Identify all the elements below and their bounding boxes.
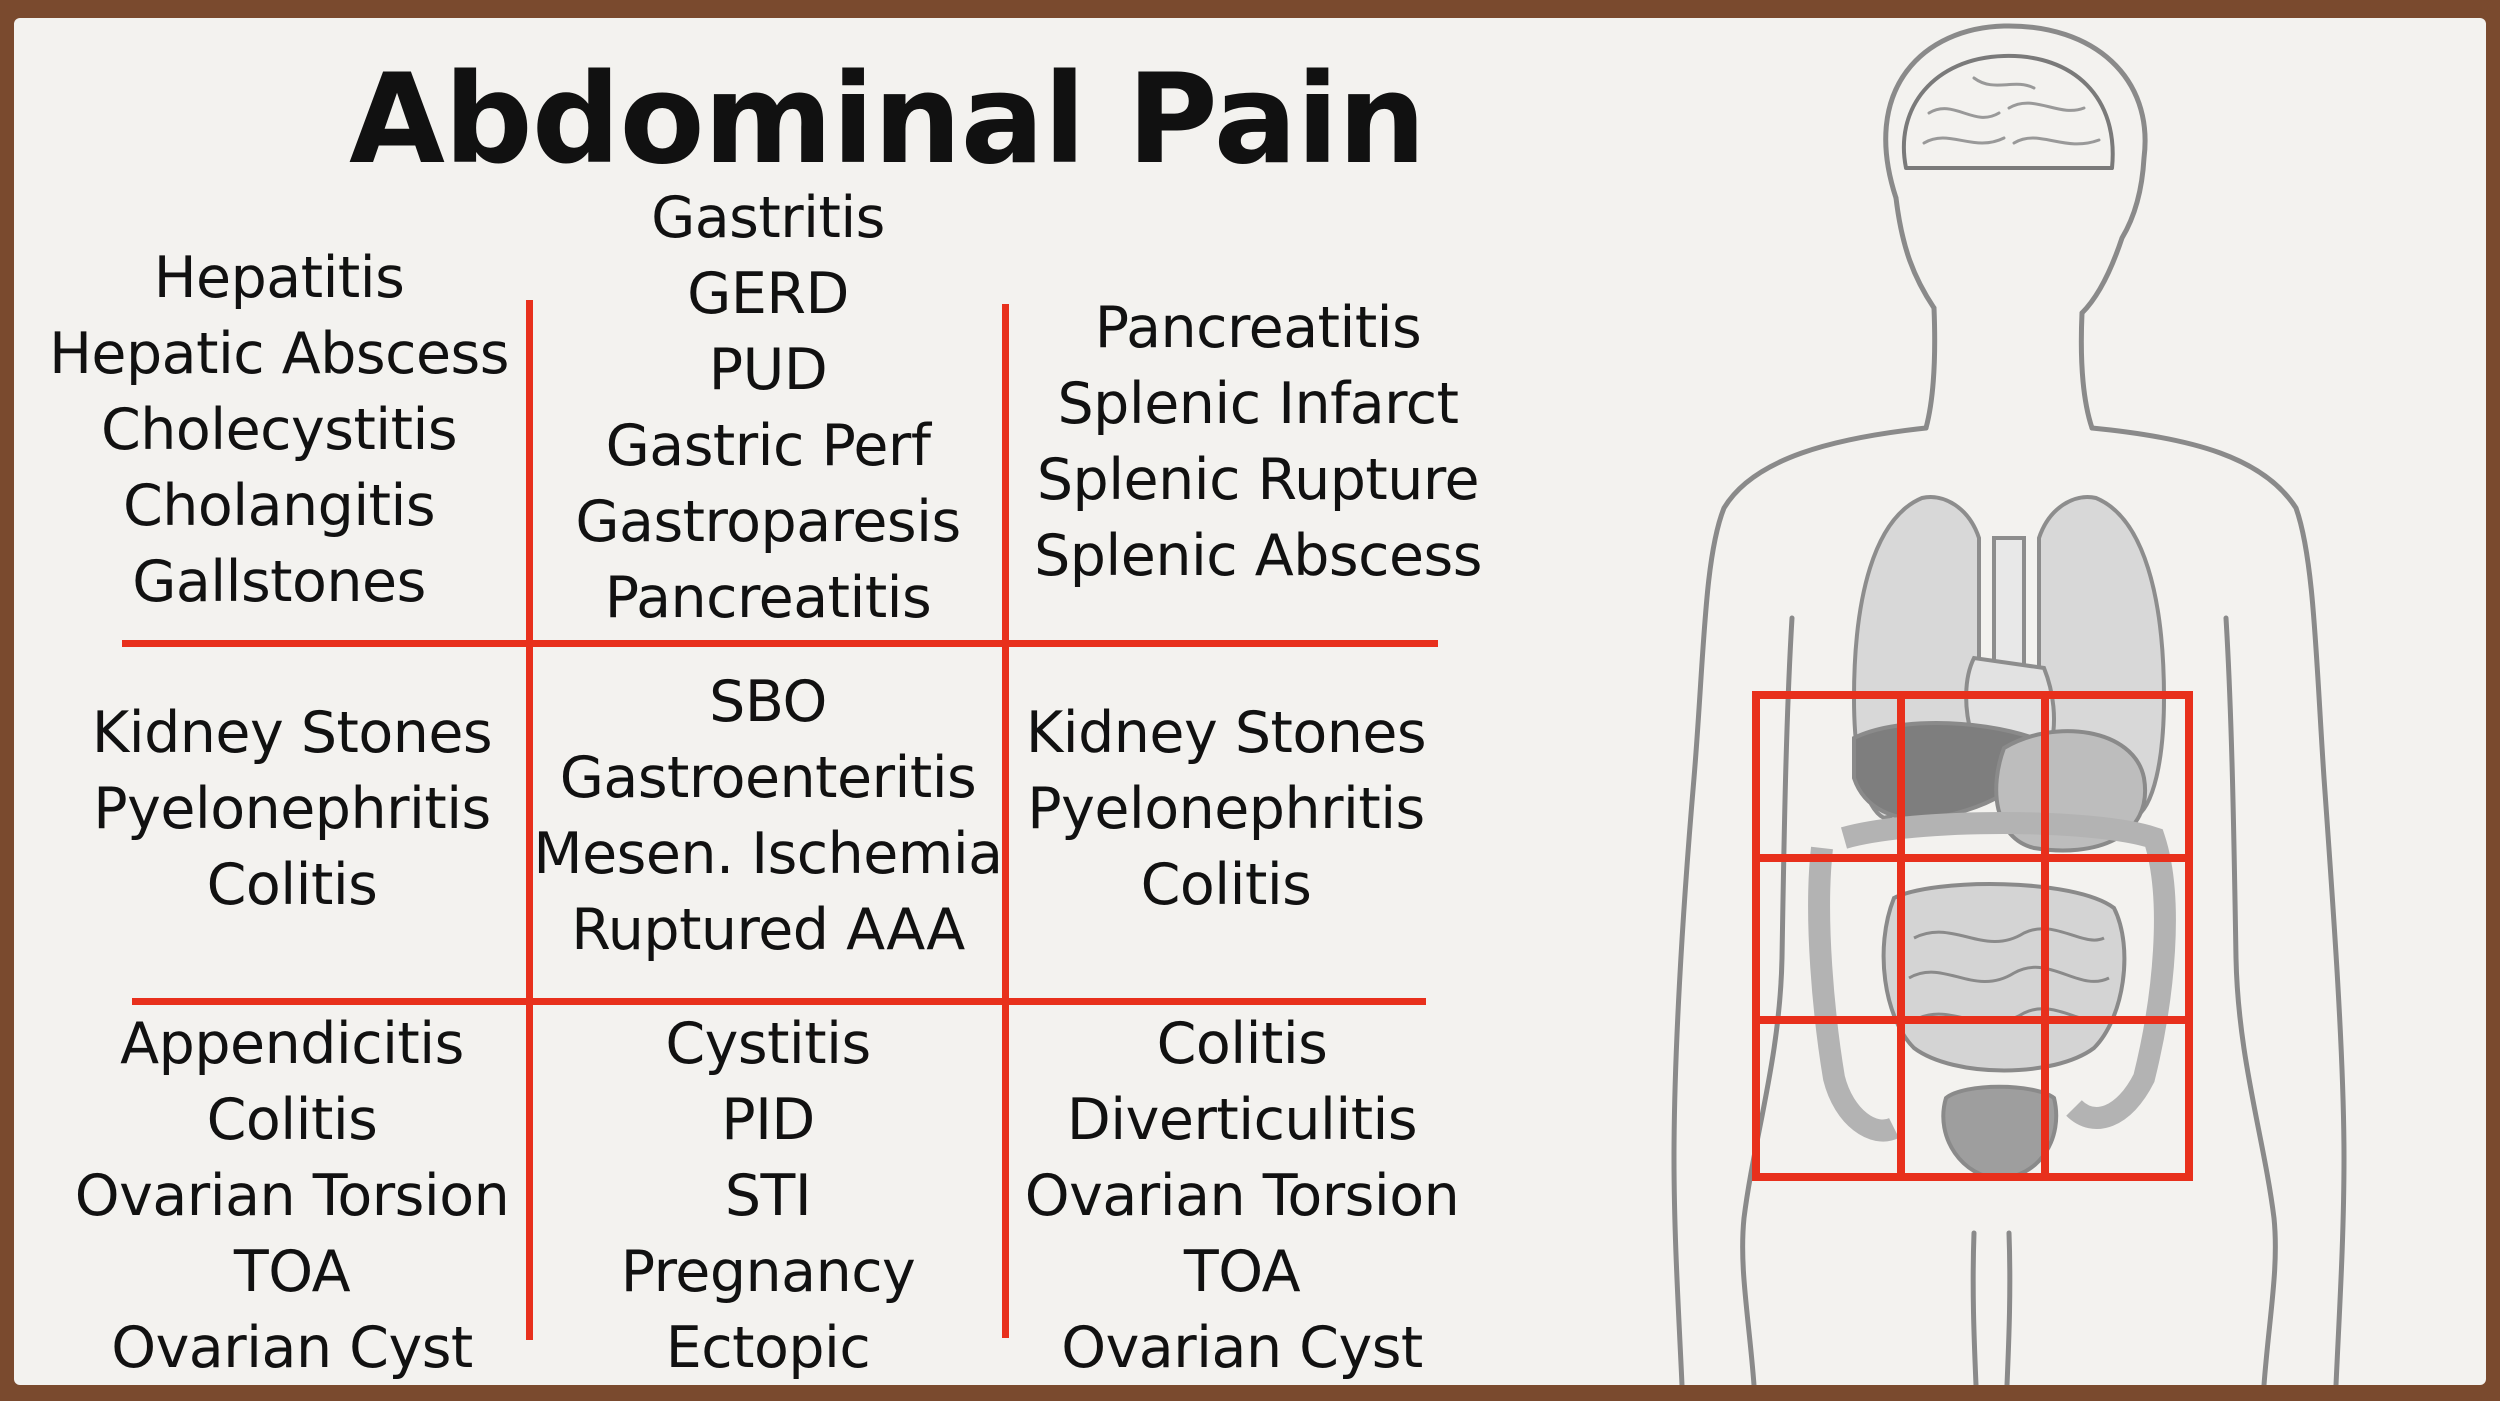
condition-label: GERD [687,261,849,327]
condition-label: Pyelonephritis [1027,776,1425,842]
condition-label: Kidney Stones [91,700,493,766]
neck-right [2078,310,2095,431]
condition-label: Colitis [206,1087,378,1153]
grid-line-horizontal-bottom [132,998,1426,1005]
condition-label: Ectopic [665,1315,871,1381]
anatomy-illustration [1671,23,2347,1385]
condition-label: Splenic Rupture [1036,447,1480,513]
condition-label: Splenic Abscess [1034,523,1482,589]
condition-label: Pyelonephritis [93,776,491,842]
grid-line-vertical-left [526,300,533,1340]
leg-gap-right [2004,1230,2013,1385]
condition-label: Ovarian Torsion [74,1163,510,1229]
condition-label: Hepatitis [153,245,405,311]
bladder [1941,1084,2059,1181]
condition-label: Pancreatitis [1094,295,1422,361]
condition-label: Colitis [1140,852,1312,918]
condition-label: SBO [709,669,827,735]
condition-label: PUD [708,337,828,403]
condition-label: Cholecystitis [100,397,458,463]
brain-outline [1901,53,2115,170]
condition-label: Gallstones [132,549,426,615]
grid-line-vertical-right [1002,304,1009,1338]
condition-label: Cholangitis [122,473,436,539]
condition-label: Diverticulitis [1066,1087,1418,1153]
condition-label: Gastroenteritis [559,745,977,811]
condition-label: Mesen. Ischemia [533,821,1003,887]
head-outline [1883,23,2148,316]
condition-label: Pancreatitis [604,565,932,631]
condition-label: TOA [1183,1239,1301,1305]
condition-label: Splenic Infarct [1057,371,1460,437]
region-grid-outline [1752,691,2193,1181]
condition-label: Pregnancy [620,1239,916,1305]
torso-left [1740,615,1795,1385]
grid-line-horizontal-top [122,640,1438,647]
condition-label: PID [721,1087,815,1153]
trachea [1992,536,2026,680]
condition-label: Gastroparesis [575,489,961,555]
condition-label: Ovarian Cyst [1061,1315,1423,1381]
condition-label: Colitis [1156,1011,1328,1077]
condition-label: Colitis [206,852,378,918]
condition-label: Ovarian Torsion [1024,1163,1460,1229]
condition-label: TOA [233,1239,351,1305]
colon [1808,812,2176,1142]
condition-label: Ovarian Cyst [111,1315,473,1381]
condition-label: Kidney Stones [1025,700,1427,766]
condition-label: Gastritis [651,185,885,251]
slide-title: Abdominal Pain [349,48,1426,192]
neck-left [1923,305,1938,431]
body-right-outline [2089,425,2347,1385]
condition-label: Cystitis [665,1011,871,1077]
body-left-outline [1671,425,1929,1385]
condition-label: Gastric Perf [605,413,931,479]
condition-label: Hepatic Abscess [49,321,509,387]
face-outline [1893,195,1937,311]
condition-label: Appendicitis [120,1011,464,1077]
condition-label: Ruptured AAA [571,897,965,963]
torso-right [2223,615,2278,1385]
leg-gap [1970,1230,1979,1385]
condition-label: STI [724,1163,812,1229]
